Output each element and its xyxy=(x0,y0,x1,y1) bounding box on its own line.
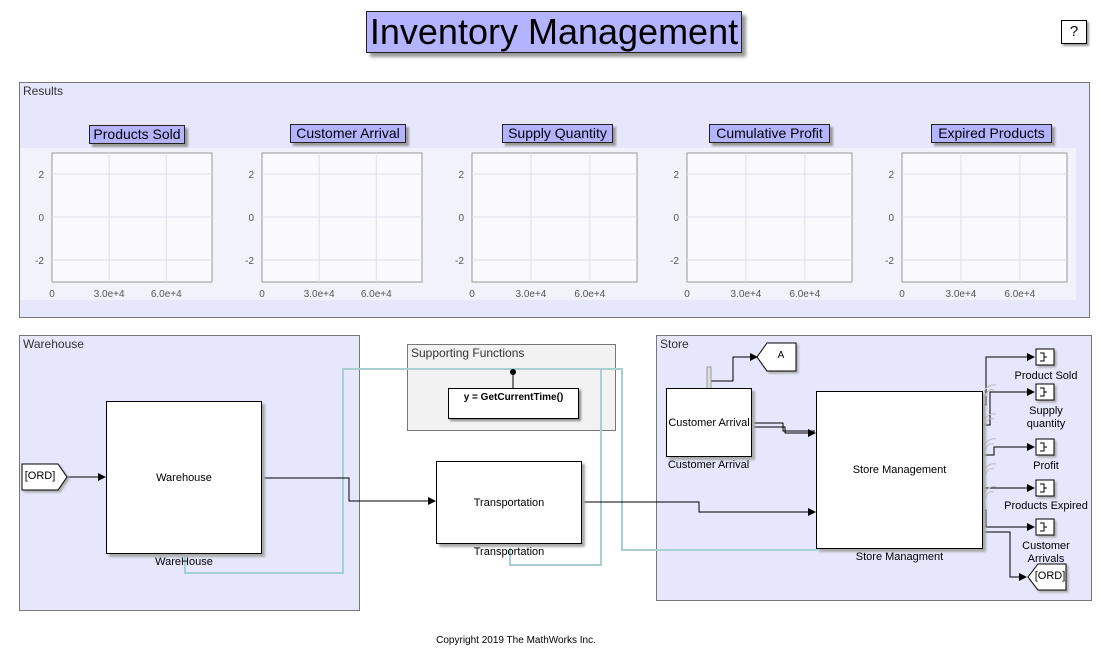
y-tick-label: 0 xyxy=(673,213,679,224)
transportation-block[interactable]: Transportation xyxy=(436,461,582,544)
x-tick-label: 3.0e+4 xyxy=(304,289,335,300)
x-tick-label: 3.0e+4 xyxy=(515,289,546,300)
goto-a-tag[interactable]: A xyxy=(777,350,785,361)
x-tick-label: 6.0e+4 xyxy=(1004,289,1035,300)
x-tick-label: 0 xyxy=(684,289,690,300)
y-tick-label: 0 xyxy=(888,213,894,224)
model-title: Inventory Management xyxy=(366,11,742,53)
scope-title-customer-arrival[interactable]: Customer Arrival xyxy=(290,124,406,143)
x-tick-label: 3.0e+4 xyxy=(730,289,761,300)
scope-axes-4: 2 0 -2 0 3.0e+4 6.0e+4 xyxy=(670,152,853,300)
x-tick-label: 6.0e+4 xyxy=(789,289,820,300)
customer-arrival-block[interactable]: Customer Arrival xyxy=(666,388,752,457)
x-tick-label: 6.0e+4 xyxy=(151,289,182,300)
x-tick-label: 6.0e+4 xyxy=(361,289,392,300)
x-tick-label: 0 xyxy=(259,289,265,300)
y-tick-label: 0 xyxy=(248,213,254,224)
scope-title-supply-quantity[interactable]: Supply Quantity xyxy=(502,124,613,143)
y-tick-label: 2 xyxy=(673,170,679,181)
goto-ord-tag[interactable]: [ORD] xyxy=(1034,570,1066,582)
transportation-block-caption: Transportation xyxy=(473,546,545,558)
scope-plots: 2 0 -2 0 3.0e+4 6.0e+4 2 0 -2 0 3.0e+4 6.0e+4 2 0 -2 0 3… xyxy=(35,152,1068,300)
y-tick-label: 0 xyxy=(458,213,464,224)
scope-axes-2: 2 0 -2 0 3.0e+4 6.0e+4 xyxy=(245,152,423,300)
y-tick-label: -2 xyxy=(245,256,254,267)
output-label-supply-quantity: Supply quantity xyxy=(1026,405,1066,430)
x-tick-label: 3.0e+4 xyxy=(945,289,976,300)
output-label-profit: Profit xyxy=(1033,460,1059,472)
output-label-customer-arrivals: Customer Arrivals xyxy=(1022,540,1070,565)
scope-axes-5: 2 0 -2 0 3.0e+4 6.0e+4 xyxy=(885,152,1068,300)
from-ord-tag[interactable]: [ORD] xyxy=(24,470,56,482)
scope-title-products-sold[interactable]: Products Sold xyxy=(89,125,185,144)
y-tick-label: -2 xyxy=(885,256,894,267)
x-tick-label: 0 xyxy=(49,289,55,300)
warehouse-block[interactable]: Warehouse xyxy=(106,401,262,554)
y-tick-label: 2 xyxy=(458,170,464,181)
scope-title-expired-products[interactable]: Expired Products xyxy=(931,124,1052,143)
y-tick-label: -2 xyxy=(35,256,44,267)
scope-axes-3: 2 0 -2 0 3.0e+4 6.0e+4 xyxy=(455,152,638,300)
x-tick-label: 0 xyxy=(899,289,905,300)
y-tick-label: -2 xyxy=(670,256,679,267)
copyright-text: Copyright 2019 The MathWorks Inc. xyxy=(436,635,596,646)
y-tick-label: 2 xyxy=(248,170,254,181)
supporting-functions-label: Supporting Functions xyxy=(411,346,525,360)
y-tick-label: -2 xyxy=(455,256,464,267)
output-label-products-expired: Products Expired xyxy=(1004,500,1088,512)
y-tick-label: 2 xyxy=(38,170,44,181)
y-tick-label: 0 xyxy=(38,213,44,224)
store-management-caption: Store Managment xyxy=(855,551,944,563)
scope-title-cumulative-profit[interactable]: Cumulative Profit xyxy=(709,124,830,143)
scope-axes-1: 2 0 -2 0 3.0e+4 6.0e+4 xyxy=(35,152,213,300)
help-button[interactable]: ? xyxy=(1061,20,1087,44)
store-management-block[interactable]: Store Management xyxy=(816,391,983,549)
y-tick-label: 2 xyxy=(888,170,894,181)
store-area-label: Store xyxy=(660,337,689,351)
x-tick-label: 0 xyxy=(469,289,475,300)
warehouse-area-label: Warehouse xyxy=(23,337,84,351)
results-area-label: Results xyxy=(23,84,64,98)
get-current-time-function-block[interactable]: y = GetCurrentTime() xyxy=(448,388,579,419)
customer-arrival-caption: Customer Arrival xyxy=(667,459,750,471)
warehouse-block-caption: WareHouse xyxy=(155,556,213,568)
x-tick-label: 3.0e+4 xyxy=(94,289,125,300)
output-label-product-sold: Product Sold xyxy=(1014,370,1078,382)
x-tick-label: 6.0e+4 xyxy=(574,289,605,300)
